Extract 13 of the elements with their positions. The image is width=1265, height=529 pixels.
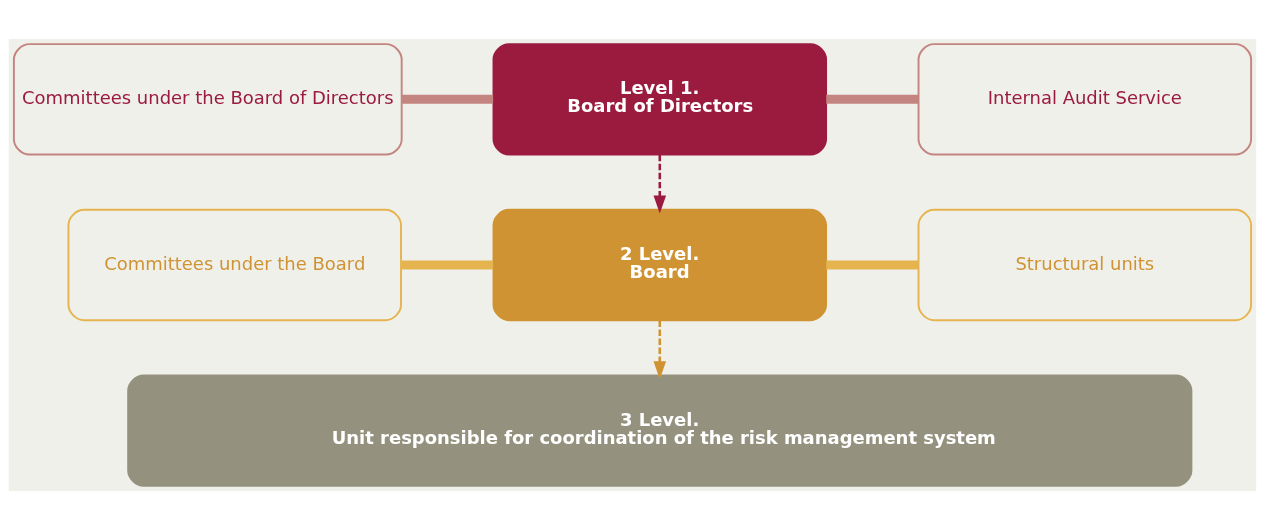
arrow	[653, 154, 667, 214]
connector	[826, 94, 919, 104]
arrow	[653, 320, 667, 379]
node-box: Structural units	[917, 208, 1253, 321]
node-box: Committees under the Board	[67, 208, 402, 321]
connector	[401, 260, 494, 269]
node-box: 2 Level. Board	[492, 208, 828, 321]
node-box: Level 1. Board of Directors	[492, 42, 828, 156]
node-box: 3 Level. Unit responsible for coordination of the risk management system	[127, 373, 1193, 487]
connector	[402, 94, 494, 104]
node-box: Committees under the Board of Directors	[12, 42, 403, 156]
connector	[826, 260, 919, 269]
node-box: Internal Audit Service	[917, 42, 1253, 156]
